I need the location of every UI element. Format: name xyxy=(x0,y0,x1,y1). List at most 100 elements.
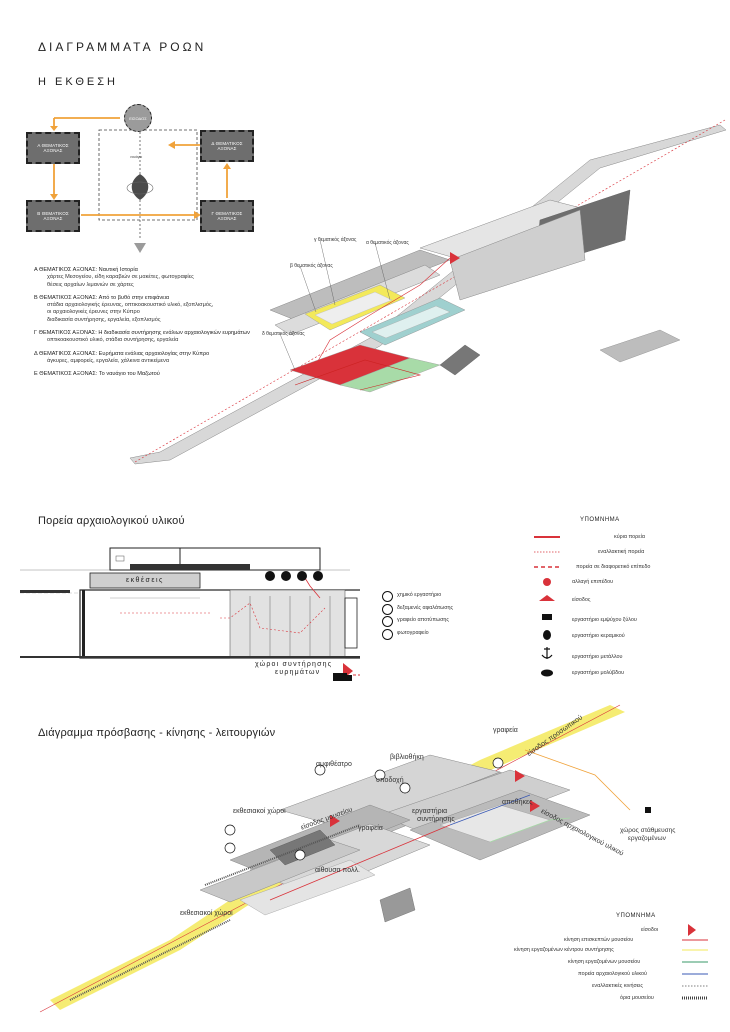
axis-item-b: Β ΘΕΜΑΤΙΚΟΣ ΑΞΟΝΑΣ: Από το βυθό στην επι… xyxy=(34,295,264,324)
label-library: βιβλιοθήκη xyxy=(390,754,424,761)
route-plan xyxy=(20,547,360,681)
label-hall: αίθουσα πολλ. xyxy=(315,867,360,874)
room-label-photo: φωτογραφείο xyxy=(397,630,429,636)
entrance-node: ΕΙΣΟΔΟΣ xyxy=(124,104,152,132)
flow-connectors xyxy=(50,117,231,253)
axis-item-a: Α ΘΕΜΑΤΙΚΟΣ ΑΞΟΝΑΣ: Ναυτική Ιστορία χάρτ… xyxy=(34,267,264,289)
legend1-item: κύρια πορεία xyxy=(614,534,645,540)
axis-detail: οι αρχαιολογικές έρευνες στην Κύπρο xyxy=(47,309,140,316)
storage-label-1: χώροι συντήρησης xyxy=(255,661,333,668)
flow-box-d-label: Δ ΘΕΜΑΤΙΚΟΣ ΑΞΟΝΑΣ xyxy=(211,141,243,151)
room-label-drawing: γραφείο αποτύπωσης xyxy=(397,617,450,623)
legend2-item: όρια μουσείου xyxy=(620,995,654,1001)
legend2-item: κίνηση εργαζομένων κέντρου συντήρησης xyxy=(514,947,614,953)
axon-label-b: β θεματικός άξονας xyxy=(290,263,333,269)
flow-box-a-label: Α ΘΕΜΑΤΙΚΟΣ ΑΞΟΝΑΣ xyxy=(37,143,69,153)
flow-box-c-label: Γ ΘΕΜΑΤΙΚΟΣ ΑΞΟΝΑΣ xyxy=(211,211,243,221)
access-section-title: Διάγραμμα πρόσβασης - κίνησης - λειτουργ… xyxy=(38,727,276,739)
legend1-item: εργαστήριο εμψύχου ξύλου xyxy=(572,617,637,623)
amphora-icon xyxy=(543,630,551,640)
axon-label-d: δ θεματικός άξονας xyxy=(262,331,305,337)
flow-box-a: Α ΘΕΜΑΤΙΚΟΣ ΑΞΟΝΑΣ xyxy=(26,132,80,164)
exit-arrow-icon xyxy=(134,243,146,253)
label-exhibit-spaces-1: εκθεσιακοί χώροι xyxy=(233,808,286,815)
legend2-item: είσοδοι xyxy=(641,927,659,933)
legend1-item: πορεία σε διαφορετικό επίπεδο xyxy=(576,564,651,570)
flow-box-c: Γ ΘΕΜΑΤΙΚΟΣ ΑΞΟΝΑΣ xyxy=(200,200,254,232)
museum-entrance-icon xyxy=(330,815,340,827)
label-amphitheatre: αμφιθέατρο xyxy=(316,761,352,768)
thematic-axes-list: Α ΘΕΜΑΤΙΚΟΣ ΑΞΟΝΑΣ: Ναυτική Ιστορία χάρτ… xyxy=(34,267,264,385)
legend2-item: εναλλακτικές κινήσεις xyxy=(592,983,643,989)
label-storage: αποθήκες xyxy=(502,799,533,806)
legend1-item: εργαστήριο κεραμικού xyxy=(572,633,625,639)
axis-title: Δ ΘΕΜΑΤΙΚΟΣ ΑΞΟΝΑΣ: Ευρήματα ενάλιας αρχ… xyxy=(34,350,210,357)
lead-lab-icon xyxy=(313,571,323,581)
wood-lab-icon xyxy=(265,571,275,581)
entrance-icon xyxy=(539,595,555,601)
flow-box-d: Δ ΘΕΜΑΤΙΚΟΣ ΑΞΟΝΑΣ xyxy=(200,130,254,162)
room-label-chem: χημικό εργαστήριο xyxy=(397,592,442,598)
label-labs-2: συντήρησης xyxy=(417,816,455,823)
legend2-item: κίνηση εργαζομένων μουσείου xyxy=(568,959,641,965)
label-parking-2: εργαζομένων xyxy=(628,835,666,842)
legend2-symbols xyxy=(682,924,708,1000)
axon-label-g: γ θεματικός άξονας xyxy=(314,237,357,243)
room-icon-tanks xyxy=(382,604,393,615)
storage-label-2: ευρημάτων xyxy=(275,669,321,676)
entrance-marker-icon xyxy=(450,252,460,264)
label-exhibit-spaces-2: εκθεσιακοί χώροι xyxy=(180,910,233,917)
axis-title: Ε ΘΕΜΑΤΙΚΟΣ ΑΞΟΝΑΣ: Το ναυάγιο του Μαζωτ… xyxy=(34,371,160,378)
axis-detail: άγκυρες, αμφορείς, εργαλεία, χάλκινα αντ… xyxy=(47,357,170,364)
flow-box-b-label: Β ΘΕΜΑΤΙΚΟΣ ΑΞΟΝΑΣ xyxy=(37,211,69,221)
legend1-item: εργαστήριο μολύβδου xyxy=(572,670,625,676)
ceramic-lab-icon xyxy=(281,571,291,581)
room-label-tanks: δεξαμενές αφαλάτωσης xyxy=(397,605,454,611)
archaeo-entrance-icon xyxy=(530,800,540,812)
camera-icon xyxy=(382,629,393,640)
exhibitions-label: εκθέσεις xyxy=(126,577,164,584)
axis-item-c: Γ ΘΕΜΑΤΙΚΟΣ ΑΞΟΝΑΣ: Η διαδικασία συντήρη… xyxy=(34,330,264,345)
legend1-item: εργαστήριο μετάλλου xyxy=(572,654,623,660)
flow-box-b: Β ΘΕΜΑΤΙΚΟΣ ΑΞΟΝΑΣ xyxy=(26,200,80,232)
truck-icon xyxy=(333,673,347,681)
level-change-icon xyxy=(543,578,551,586)
axis-title: Β ΘΕΜΑΤΙΚΟΣ ΑΞΟΝΑΣ: Από το βυθό στην επι… xyxy=(34,294,170,301)
axis-detail: στάδια αρχαιολογικής έρευνας, οπτικοακου… xyxy=(47,302,214,309)
legend1-item: αλλαγή επιπέδου xyxy=(572,579,614,585)
legend2-item: πορεία αρχαιολογικού υλικού xyxy=(578,971,647,977)
axon-label-a: α θεματικός άξονας xyxy=(366,240,409,246)
legend1-item: εναλλακτική πορεία xyxy=(598,549,645,555)
axis-detail: διαδικασία συντήρησης, εργαλεία, εξοπλισ… xyxy=(47,316,161,323)
label-offices-mid: γραφεία xyxy=(358,825,383,832)
center-zone xyxy=(98,129,198,221)
axonometric-exhibition xyxy=(129,119,727,465)
route-section-title: Πορεία αρχαιολογικού υλικού xyxy=(38,515,185,527)
lead-icon xyxy=(541,669,553,677)
label-parking-1: χώρος στάθμευσης xyxy=(620,827,676,834)
room-icon-chem xyxy=(382,591,393,602)
parking-icon xyxy=(645,807,651,813)
axis-title: Α ΘΕΜΑΤΙΚΟΣ ΑΞΟΝΑΣ: Ναυτική Ιστορία xyxy=(34,267,138,273)
axis-title: Γ ΘΕΜΑΤΙΚΟΣ ΑΞΟΝΑΣ: Η διαδικασία συντήρη… xyxy=(34,330,250,337)
entrance-label: ΕΙΣΟΔΟΣ xyxy=(129,115,147,121)
legend1-title: ΥΠΟΜΝΗΜΑ xyxy=(580,517,620,523)
wood-icon xyxy=(542,614,552,620)
exhibition-title: Η ΕΚΘΕΣΗ xyxy=(38,76,118,88)
axis-item-d: Δ ΘΕΜΑΤΙΚΟΣ ΑΞΟΝΑΣ: Ευρήματα ενάλιας αρχ… xyxy=(34,351,264,366)
axis-detail: θέσεις αρχαίων λιμανιών σε χάρτες xyxy=(47,281,134,288)
room-icon-drawing xyxy=(382,616,393,627)
center-label: ναυάγιο xyxy=(130,155,143,159)
axis-item-e: Ε ΘΕΜΑΤΙΚΟΣ ΑΞΟΝΑΣ: Το ναυάγιο του Μαζωτ… xyxy=(34,371,264,378)
access-axonometric xyxy=(39,704,651,1013)
legend2-item: κίνηση επισκεπτών μουσείου xyxy=(564,937,634,943)
legend1-symbols xyxy=(534,536,560,677)
legend2-title: ΥΠΟΜΝΗΜΑ xyxy=(616,913,656,919)
entrances-icon xyxy=(688,924,696,936)
page-title: ΔΙΑΓΡΑΜΜΑΤΑ ΡΟΩΝ xyxy=(38,40,207,54)
metal-lab-icon xyxy=(297,571,307,581)
label-labs-1: εργαστήρια xyxy=(412,808,448,815)
axis-detail: οπτικοακουστικό υλικό, στάδια συντήρησης… xyxy=(47,337,179,344)
axis-detail: χάρτες Μεσογείου, είδη καραβιών σε μακέτ… xyxy=(47,274,194,281)
legend1-item: είσοδος xyxy=(572,597,591,603)
